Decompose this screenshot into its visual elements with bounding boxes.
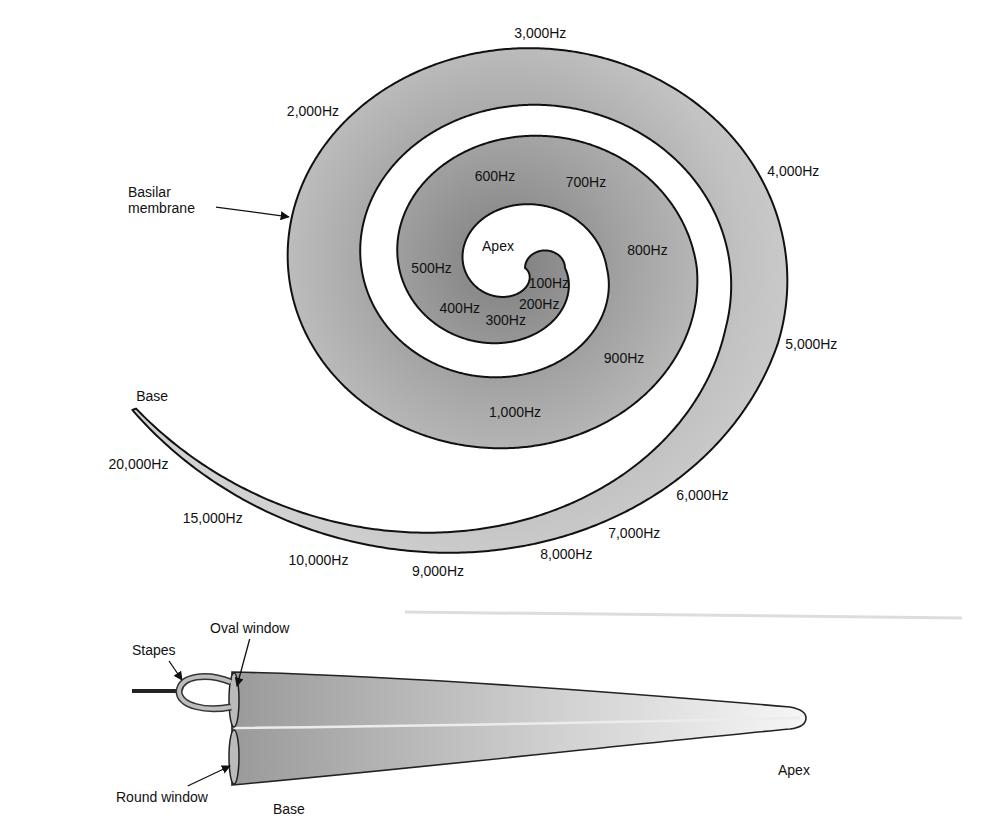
frequency-label: 500Hz: [411, 260, 451, 276]
frequency-label: 9,000Hz: [412, 563, 464, 579]
frequency-label: 400Hz: [440, 300, 480, 316]
frequency-label: 1,000Hz: [489, 404, 541, 420]
part-label: Stapes: [132, 642, 176, 658]
frequency-label: 10,000Hz: [289, 552, 349, 568]
frequency-label: 6,000Hz: [676, 487, 728, 503]
round-window: [229, 730, 239, 784]
frequency-label: 100Hz: [529, 275, 569, 291]
stapes-rod: [132, 689, 180, 693]
leader-lines: [169, 207, 289, 786]
stapes-symbol: [179, 676, 231, 708]
frequency-label: 800Hz: [627, 242, 667, 258]
leader-arrow: [216, 207, 289, 217]
frequency-label: 200Hz: [519, 296, 559, 312]
frequency-label: 700Hz: [566, 174, 606, 190]
frequency-label: 4,000Hz: [767, 163, 819, 179]
part-label: Round window: [116, 789, 208, 805]
frequency-label: 7,000Hz: [608, 525, 660, 541]
leader-arrow: [188, 766, 230, 786]
part-label: Oval window: [210, 620, 289, 636]
frequency-label: 15,000Hz: [183, 510, 243, 526]
frequency-label: 20,000Hz: [109, 456, 169, 472]
stapes-outline: [179, 676, 231, 708]
part-label: Apex: [482, 238, 514, 254]
frequency-label: 3,000Hz: [514, 25, 566, 41]
basilar-membrane-spiral: [132, 48, 787, 553]
part-label: Base: [273, 801, 305, 817]
leader-arrow: [169, 661, 182, 680]
frequency-label: 8,000Hz: [540, 546, 592, 562]
frequency-label: 300Hz: [485, 312, 525, 328]
leader-arrow: [237, 639, 250, 686]
part-label: Base: [136, 388, 168, 404]
part-label: Apex: [778, 762, 810, 778]
frequency-label: 600Hz: [475, 168, 515, 184]
part-label: Basilar membrane: [128, 184, 210, 216]
frequency-label: 2,000Hz: [287, 103, 339, 119]
frequency-label: 5,000Hz: [785, 336, 837, 352]
uncoiled-cochlea: [232, 672, 806, 785]
basilar-membrane-line: [234, 718, 800, 728]
frequency-label: 900Hz: [604, 350, 644, 366]
divider-line: [405, 612, 962, 618]
